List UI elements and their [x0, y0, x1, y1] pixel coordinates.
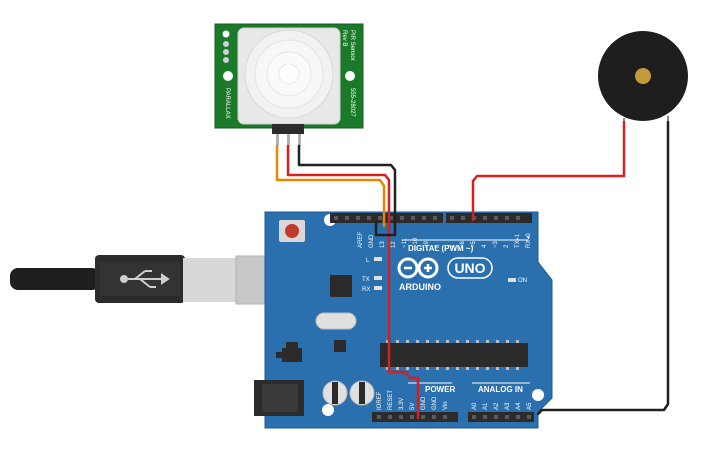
- uno-badge: [447, 257, 493, 279]
- led-rx: [374, 286, 382, 290]
- atmega-chip: [380, 343, 528, 367]
- pin-label: A3: [505, 402, 511, 410]
- header-digital-right: [446, 213, 532, 223]
- pin-label: A5: [527, 402, 533, 410]
- wires: [275, 120, 670, 420]
- small-component: [334, 340, 346, 352]
- pin-label: A2: [494, 402, 500, 410]
- pin-label: IOREF: [377, 391, 383, 410]
- wire-buzzer-negative[interactable]: [536, 120, 670, 416]
- uno-label: UNO: [454, 260, 485, 276]
- analog-pin-labels: A0 A1 A2 A3 A4 A5: [472, 402, 533, 410]
- voltage-regulator: [282, 348, 302, 362]
- status-leds: L TX RX: [362, 257, 382, 293]
- header-analog: [468, 412, 534, 422]
- pin-label: 12: [391, 241, 397, 248]
- pin-label: RESET: [388, 390, 394, 410]
- reset-button-cap[interactable]: [285, 224, 299, 238]
- pin-label: 13: [380, 241, 386, 248]
- pin-label: ~9: [424, 240, 430, 248]
- pin-label: A1: [483, 402, 489, 410]
- led-label: L: [366, 258, 370, 264]
- piezo-buzzer[interactable]: [598, 31, 688, 122]
- usb-cable[interactable]: [10, 255, 275, 305]
- digital-pin-labels: AREF GND 13 12 ~11 ~10 ~9 8 7 ~6 ~5 4 ~3…: [358, 232, 532, 248]
- wire-pir-vcc[interactable]: [286, 144, 420, 420]
- pin-label: GND: [432, 396, 438, 410]
- pin-label: ~10: [413, 237, 419, 248]
- pin-label: ~3: [493, 240, 499, 248]
- board-pcb: [264, 211, 553, 429]
- pir-title: PIR Sensor: [349, 30, 355, 61]
- buzzer-center: [635, 68, 651, 84]
- crystal-oscillator: [315, 312, 357, 330]
- pin-label: AREF: [358, 232, 364, 248]
- pin-label: TX▸1: [515, 233, 521, 248]
- pin-label: 4: [482, 244, 488, 248]
- pin-label: A0: [472, 402, 478, 410]
- usb-chip: [330, 275, 352, 297]
- pin-label: 2: [504, 244, 510, 248]
- analog-in-label: ANALOG IN: [478, 385, 523, 394]
- pin-label: ~6: [460, 240, 466, 248]
- pin-label: 5V: [410, 403, 416, 410]
- pin-label: Vin: [443, 401, 449, 410]
- header-digital-left: [330, 213, 443, 223]
- pir-pin-header: [272, 124, 304, 134]
- header-power: [372, 412, 458, 422]
- pin-label: 8: [435, 244, 441, 248]
- led-label: TX: [362, 277, 370, 283]
- led-tx: [374, 276, 382, 280]
- pin-label: 3.3V: [399, 398, 405, 410]
- pin-label: ~5: [471, 240, 477, 248]
- pin-label: A4: [516, 402, 522, 410]
- pin-label: 7: [449, 244, 455, 248]
- led-l: [374, 257, 382, 261]
- pin-label: ~11: [402, 238, 408, 248]
- on-led: [508, 278, 516, 282]
- arduino-brand-label: ARDUINO: [399, 282, 441, 292]
- pir-sensor[interactable]: PIR Sensor Rev B 555-28027 PARALLAX: [214, 23, 364, 146]
- wire-buzzer-positive[interactable]: [471, 120, 626, 222]
- digital-pwm-label: DIGITAL (PWM ~): [408, 244, 474, 253]
- pin-label: GND: [369, 234, 375, 248]
- arduino-logo-icon: [397, 257, 439, 279]
- arduino-uno-board[interactable]: AREF GND 13 12 ~11 ~10 ~9 8 7 ~6 ~5 4 ~3…: [254, 211, 553, 429]
- mounting-hole: [532, 389, 544, 401]
- led-label: RX: [362, 287, 370, 293]
- power-label: POWER: [425, 385, 455, 394]
- usb-connector-shell: [183, 258, 241, 302]
- pir-revision: Rev B: [341, 30, 347, 46]
- power-pin-labels: IOREF RESET 3.3V 5V GND GND Vin: [377, 390, 449, 410]
- pin-label: GND: [421, 396, 427, 410]
- pir-brand: PARALLAX: [224, 88, 230, 119]
- on-label: ON: [518, 278, 527, 284]
- pin-label: RX◂0: [526, 233, 532, 248]
- mounting-hole: [322, 404, 334, 416]
- pir-part-number: 555-28027: [349, 88, 355, 117]
- mounting-hole: [345, 71, 355, 81]
- wire-pir-gnd[interactable]: [297, 144, 397, 237]
- usb-cable-strain-relief: [10, 268, 100, 290]
- usb-icon: [120, 270, 170, 288]
- mounting-hole: [223, 71, 233, 81]
- wire-pir-signal[interactable]: [275, 144, 386, 228]
